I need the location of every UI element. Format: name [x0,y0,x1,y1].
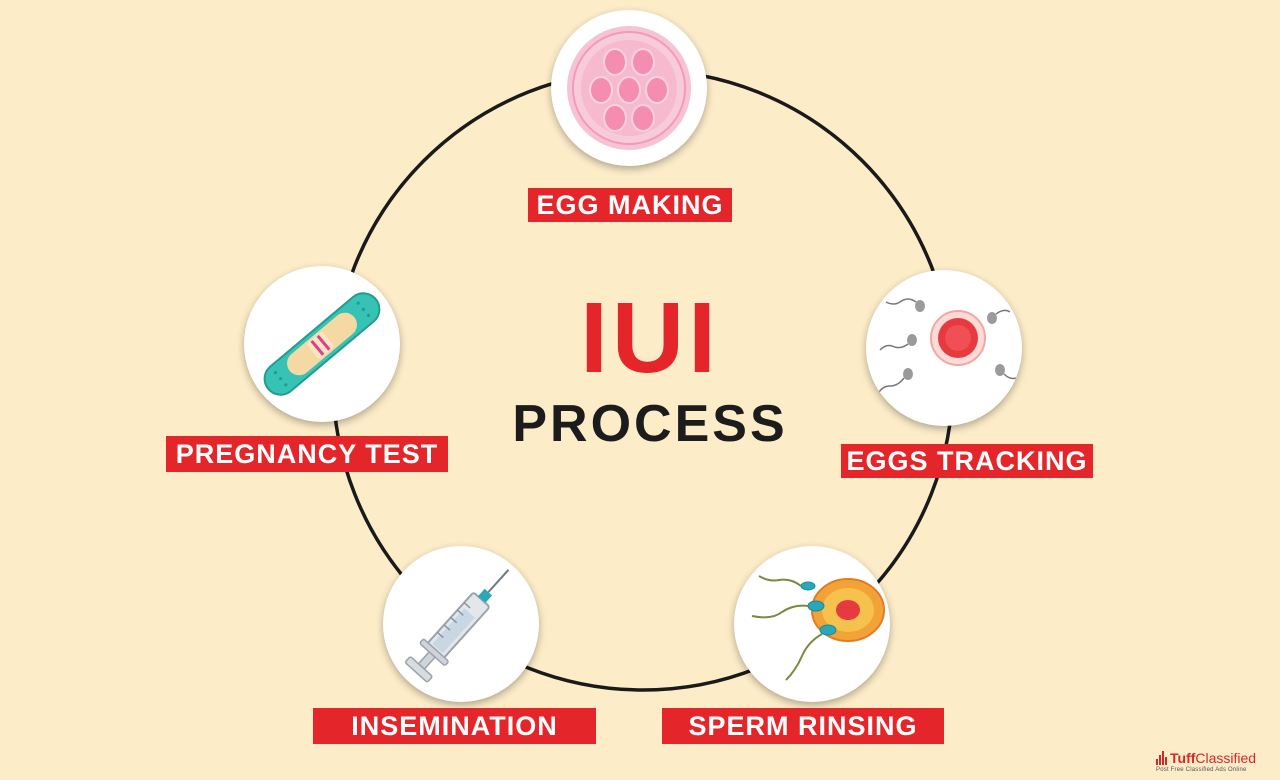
egg-tracking-icon [877,298,1017,395]
syringe-icon [405,569,510,683]
step-label-eggs-tracking: EGGS TRACKING [841,444,1093,478]
step-eggs-tracking-node [866,270,1022,426]
step-label-insemination: INSEMINATION [313,708,596,744]
pregnancy-test-icon [263,292,381,396]
watermark-brand-tuff: Tuff [1170,749,1196,766]
step-label-sperm-rinsing: SPERM RINSING [662,708,944,744]
watermark-brand-classified: Classified [1195,749,1257,766]
bar-chart-logo-icon [1156,750,1168,765]
step-egg-making-node [551,10,707,166]
sperm-rinsing-icon [751,575,885,681]
diagram-title-iui: IUI [580,282,720,394]
watermark-tagline: Post Free Classified Ads Online [1156,767,1247,773]
diagram-title-process: PROCESS [512,395,788,453]
egg-cluster-icon [567,26,691,150]
step-pregnancy-test-node [244,266,400,422]
step-insemination-node [383,546,539,702]
step-label-egg-making: EGG MAKING [528,188,732,222]
step-sperm-rinsing-node [734,546,890,702]
step-label-pregnancy-test: PREGNANCY TEST [166,436,448,472]
